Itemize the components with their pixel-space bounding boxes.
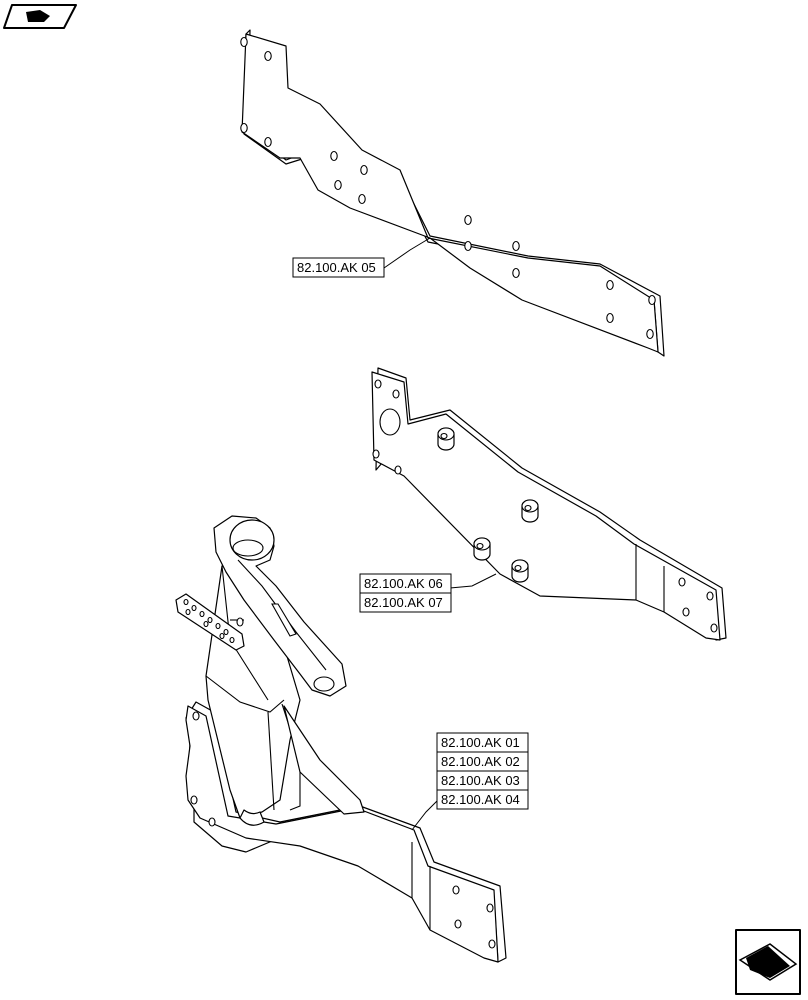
- label-ak06-text: 82.100.AK 06: [364, 576, 443, 591]
- label-ak04-text: 82.100.AK 04: [441, 792, 520, 807]
- label-ak03[interactable]: 82.100.AK 03: [436, 770, 529, 791]
- label-ak04[interactable]: 82.100.AK 04: [436, 789, 529, 810]
- label-ak01-text: 82.100.AK 01: [441, 735, 520, 750]
- bracket-holes-top: [240, 36, 656, 340]
- lower-bracket-assembly: [175, 515, 507, 963]
- middle-side-bracket: [371, 367, 727, 641]
- upper-side-bracket: [240, 29, 665, 357]
- view-selector-icon[interactable]: [3, 4, 77, 29]
- label-ak02-text: 82.100.AK 02: [441, 754, 520, 769]
- label-ak03-text: 82.100.AK 03: [441, 773, 520, 788]
- label-ak07-text: 82.100.AK 07: [364, 595, 443, 610]
- label-ak02[interactable]: 82.100.AK 02: [436, 751, 529, 772]
- label-ak07[interactable]: 82.100.AK 07: [359, 592, 452, 613]
- label-ak05-text: 82.100.AK 05: [297, 260, 376, 275]
- label-ak06[interactable]: 82.100.AK 06: [359, 573, 452, 594]
- bracket-bosses: [437, 427, 539, 583]
- label-ak01[interactable]: 82.100.AK 01: [436, 732, 529, 753]
- label-ak05[interactable]: 82.100.AK 05: [292, 257, 385, 278]
- next-page-icon[interactable]: [735, 929, 801, 995]
